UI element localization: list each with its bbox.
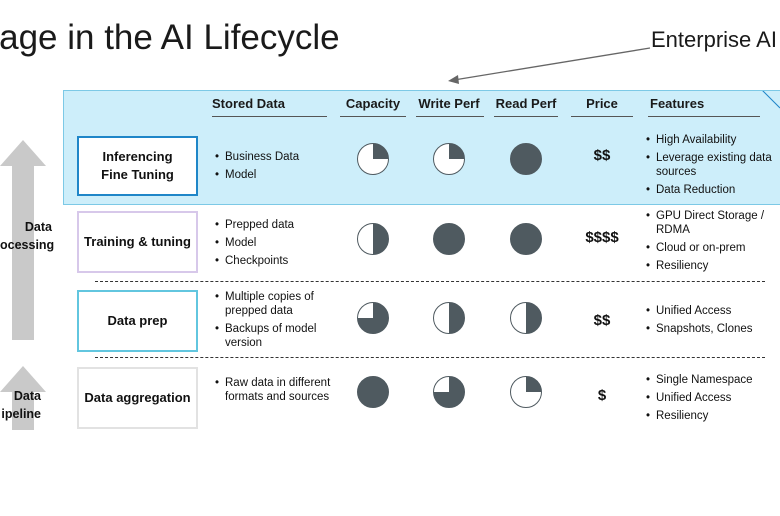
capacity-pie-icon [357, 143, 389, 175]
side-label-pipeline-line1: Data [13, 389, 41, 403]
write-perf-pie-icon [433, 223, 465, 255]
header-price: Price [586, 96, 618, 111]
pie-fill [510, 223, 542, 255]
capacity-pie-icon [357, 223, 389, 255]
stage-label: Training & tuning [84, 234, 191, 249]
row-divider [95, 357, 765, 358]
list-item: Multiple copies of prepped data [215, 290, 333, 318]
stage-training-tuning: Training & tuning [77, 211, 198, 273]
header-stored-data: Stored Data [212, 96, 285, 111]
price-value: $$ [593, 312, 611, 329]
stage-label: Data prep [107, 313, 168, 328]
stored-data-list: Prepped data Model Checkpoints [215, 218, 335, 272]
pipeline-arrow-icon [0, 366, 46, 430]
list-item: Unified Access [646, 304, 774, 318]
header-write-perf: Write Perf [418, 96, 480, 111]
header-underline [212, 116, 327, 117]
price-value: $$ [593, 147, 611, 164]
stored-data-list: Raw data in different formats and source… [215, 376, 333, 408]
list-item: GPU Direct Storage / RDMA [646, 209, 774, 237]
side-arrows [0, 140, 46, 430]
side-label-processing-line1: Data [24, 220, 52, 234]
page-title: orage in the AI Lifecycle [0, 18, 340, 57]
stored-data-list: Multiple copies of prepped data Backups … [215, 290, 333, 354]
pie-fill [510, 143, 542, 175]
side-label-processing-line2: ocessing [0, 238, 55, 252]
list-item: Snapshots, Clones [646, 322, 774, 336]
pie-fill [373, 223, 389, 255]
stage-label-line2: Fine Tuning [101, 167, 174, 182]
list-item: Model [215, 236, 335, 250]
features-list: Unified Access Snapshots, Clones [646, 304, 774, 340]
band-outline [63, 90, 780, 205]
header-underline [571, 116, 633, 117]
capacity-pie-icon [357, 376, 389, 408]
list-item: Prepped data [215, 218, 335, 232]
header-underline [340, 116, 406, 117]
stage-inferencing-fine-tuning: Inferencing Fine Tuning [77, 136, 198, 196]
pie-fill [433, 376, 465, 408]
header-read-perf: Read Perf [495, 96, 557, 111]
pie-fill [449, 302, 465, 334]
row-divider [95, 281, 765, 282]
side-label-processing: Data ocessing [0, 218, 55, 254]
header-features: Features [650, 96, 705, 111]
header-underline [648, 116, 760, 117]
price-value: $ [597, 387, 607, 404]
list-item: Checkpoints [215, 254, 335, 268]
pie-fill [433, 223, 465, 255]
stage-label: Data aggregation [84, 390, 191, 405]
list-item: Single Namespace [646, 373, 774, 387]
write-perf-pie-icon [433, 376, 465, 408]
stored-data-list: Business Data Model [215, 150, 335, 186]
price-value: $$$$ [585, 229, 619, 246]
write-perf-pie-icon [433, 143, 465, 175]
stage-data-prep: Data prep [77, 290, 198, 352]
read-perf-pie-icon [510, 223, 542, 255]
list-item: High Availability [646, 133, 774, 147]
header-capacity: Capacity [345, 96, 401, 111]
list-item: Resiliency [646, 409, 774, 423]
pie-fill [526, 302, 542, 334]
side-label-pipeline: Data ipeline [0, 387, 41, 423]
list-item: Data Reduction [646, 183, 774, 197]
list-item: Leverage existing data sources [646, 151, 774, 179]
write-perf-pie-icon [433, 302, 465, 334]
list-item: Model [215, 168, 335, 182]
header-underline [494, 116, 558, 117]
callout-arrow [448, 47, 651, 84]
capacity-pie-icon [357, 302, 389, 334]
list-item: Backups of model version [215, 322, 333, 350]
read-perf-pie-icon [510, 143, 542, 175]
callout-label: Enterprise AI [651, 27, 777, 52]
pie-fill [357, 376, 389, 408]
header-underline [416, 116, 484, 117]
features-list: GPU Direct Storage / RDMA Cloud or on-pr… [646, 209, 774, 277]
features-list: High Availability Leverage existing data… [646, 133, 774, 201]
list-item: Unified Access [646, 391, 774, 405]
list-item: Cloud or on-prem [646, 241, 774, 255]
list-item: Resiliency [646, 259, 774, 273]
list-item: Business Data [215, 150, 335, 164]
list-item: Raw data in different formats and source… [215, 376, 333, 404]
side-label-pipeline-line2: ipeline [1, 407, 41, 421]
pie-fill [357, 302, 389, 334]
processing-arrow-icon [0, 140, 46, 340]
pie-fill [526, 376, 542, 392]
stage-label-line1: Inferencing [102, 149, 173, 164]
stage-data-aggregation: Data aggregation [77, 367, 198, 429]
band-fold-icon [762, 90, 780, 109]
features-list: Single Namespace Unified Access Resilien… [646, 373, 774, 427]
read-perf-pie-icon [510, 376, 542, 408]
pie-fill [373, 143, 389, 159]
pie-fill [449, 143, 465, 159]
read-perf-pie-icon [510, 302, 542, 334]
